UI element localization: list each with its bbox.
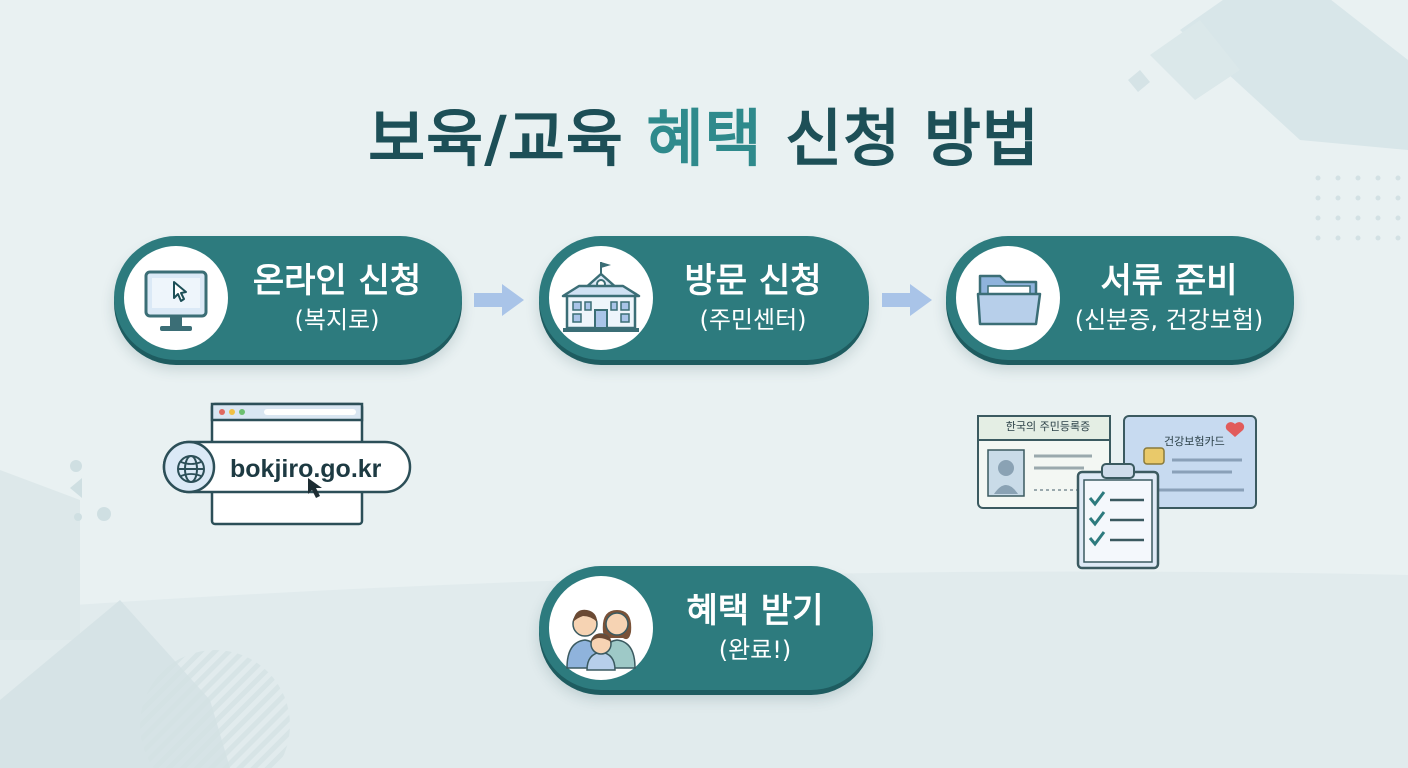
step-visit-title: 방문 신청 xyxy=(684,261,822,301)
globe-icon xyxy=(177,455,205,483)
step-visit-icon-circle xyxy=(549,246,653,350)
browser-window-illustration xyxy=(162,402,412,526)
page-title: 보육/교육 혜택 신청 방법 xyxy=(0,88,1408,178)
folder-icon xyxy=(976,274,1042,326)
step-online-subtitle: (복지로) xyxy=(294,306,380,334)
step-online-title: 온라인 신청 xyxy=(252,261,422,301)
step-benefit-title: 혜택 받기 xyxy=(686,591,824,631)
title-accent: 혜택 xyxy=(646,102,763,175)
step-benefit-icon-circle xyxy=(549,576,653,680)
computer-monitor-icon xyxy=(144,270,208,331)
title-part-2: 신청 방법 xyxy=(762,102,1040,175)
step-document-title: 서류 준비 xyxy=(1100,261,1238,301)
step-document-icon-circle xyxy=(956,246,1060,350)
insurance-card-title: 건강보험카드 xyxy=(1164,435,1225,448)
arrow-right-icon-2 xyxy=(882,284,932,316)
step-document-subtitle: (신분증, 건강보험) xyxy=(1074,306,1264,334)
step-visit-subtitle: (주민센터) xyxy=(699,306,807,334)
id-card-title: 한국의 주민등록증 xyxy=(1005,420,1091,433)
step-online-application: 온라인 신청 (복지로) xyxy=(114,236,462,360)
step-receive-benefit: 혜택 받기 (완료!) xyxy=(539,566,873,690)
step-visit-application: 방문 신청 (주민센터) xyxy=(539,236,869,360)
title-part-1: 보육/교육 xyxy=(368,102,647,175)
community-center-building-icon xyxy=(561,262,641,332)
step-document-preparation: 서류 준비 (신분증, 건강보험) xyxy=(946,236,1294,360)
arrow-right-icon-1 xyxy=(474,284,524,316)
step-benefit-subtitle: (완료!) xyxy=(718,636,792,664)
family-icon xyxy=(566,609,636,671)
documents-illustration xyxy=(977,415,1257,570)
browser-url: bokjiro.go.kr xyxy=(230,455,382,483)
step-online-icon-circle xyxy=(124,246,228,350)
